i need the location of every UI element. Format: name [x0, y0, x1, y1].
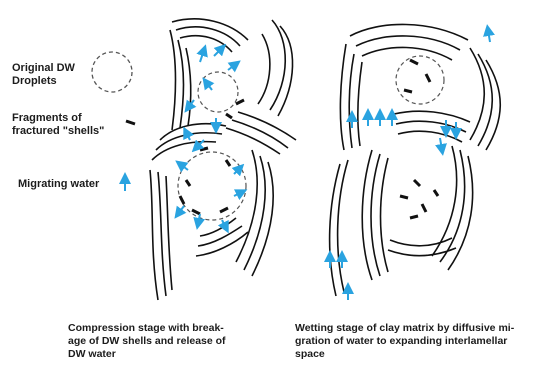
legend-droplets-label: Original DW Droplets	[12, 62, 75, 88]
legend-water-label: Migrating water	[18, 178, 99, 191]
caption-compression-stage: Compression stage with break- age of DW …	[68, 322, 226, 361]
left-droplets	[178, 72, 246, 220]
left-clay-lamellae	[150, 19, 296, 300]
legend-fragments-label: Fragments of fractured "shells"	[12, 112, 104, 138]
legend-fragment-icon	[126, 121, 135, 124]
right-clay-lamellae	[330, 24, 501, 296]
right-shell-fragments	[400, 60, 438, 218]
legend-droplet-icon	[92, 52, 132, 92]
left-water-arrows	[178, 48, 242, 228]
right-water-arrows	[330, 30, 490, 300]
right-droplets	[396, 56, 444, 104]
caption-wetting-stage: Wetting stage of clay matrix by diffusiv…	[295, 322, 514, 361]
